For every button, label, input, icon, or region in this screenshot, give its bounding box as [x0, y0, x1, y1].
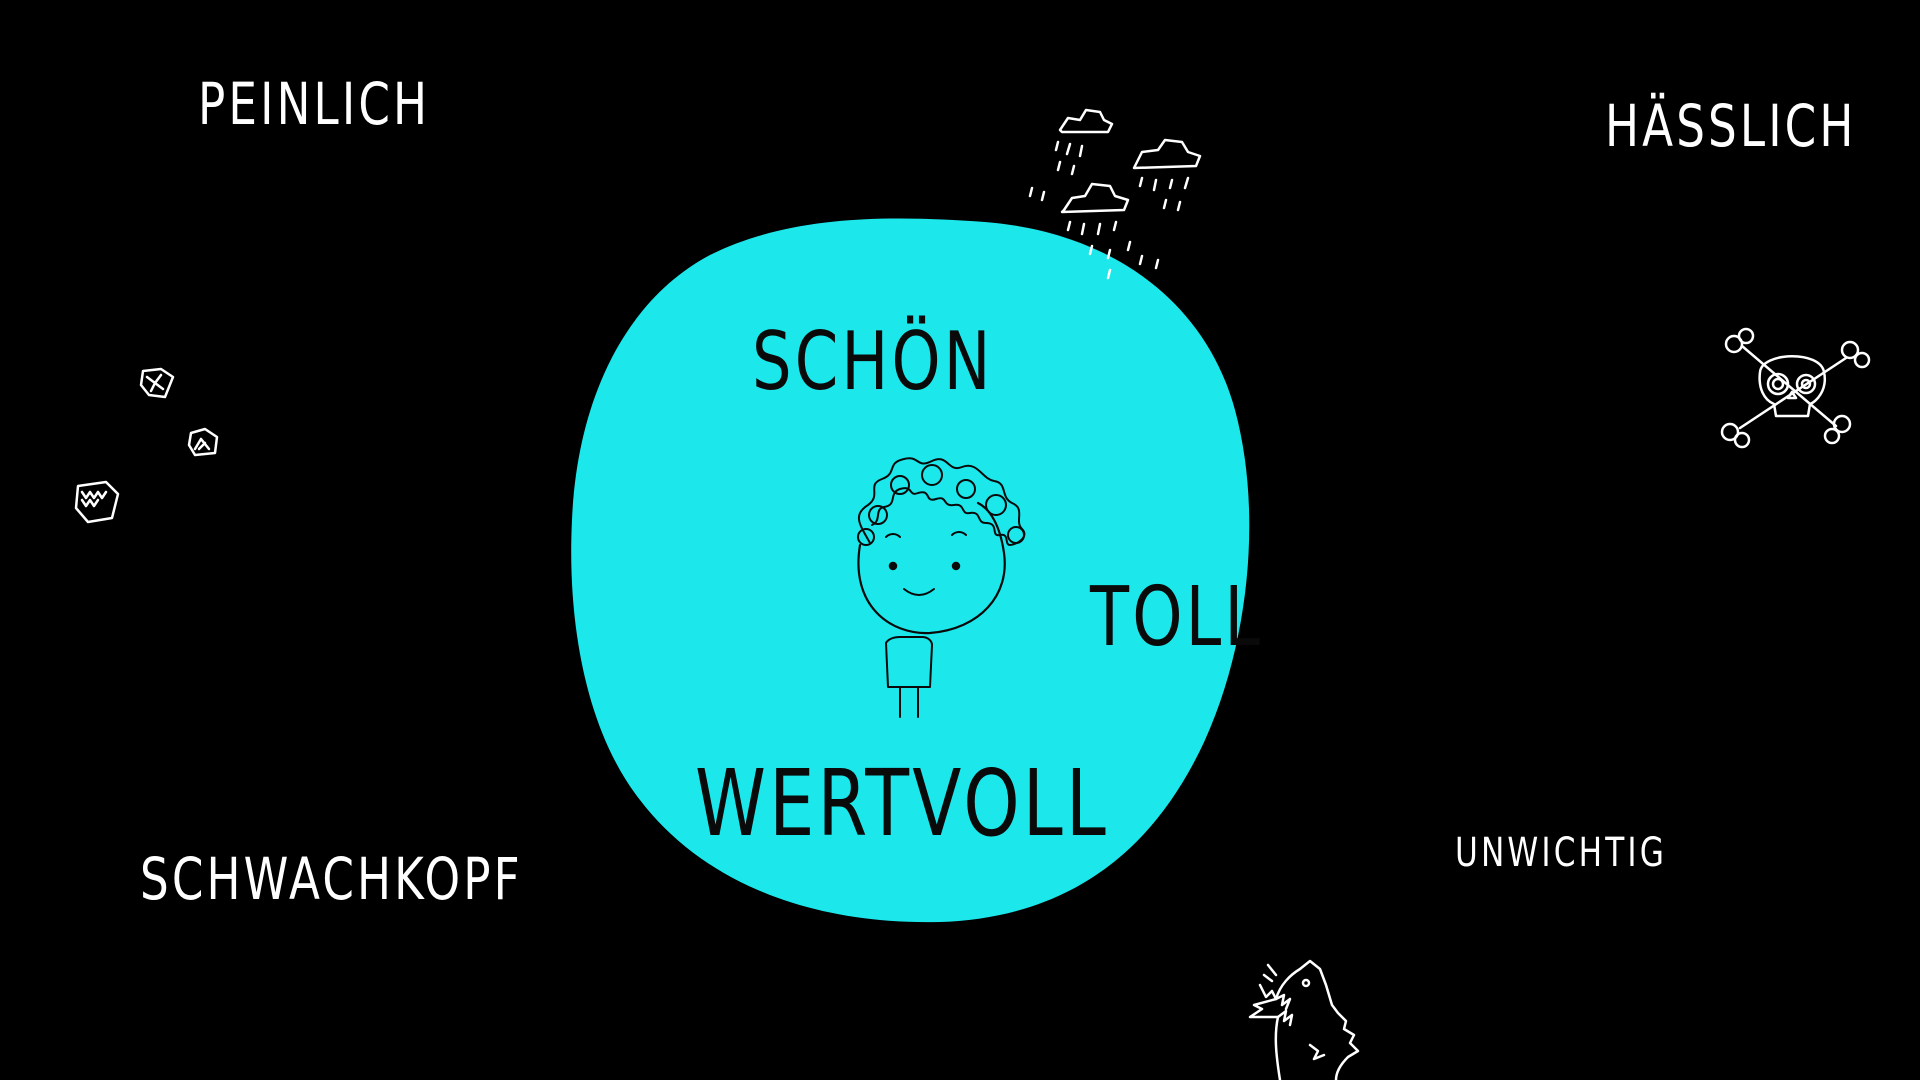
word-haesslich: HÄSSLICH: [1605, 92, 1857, 160]
rain-cloud-icon: [1028, 108, 1202, 280]
child-figure-icon: [857, 457, 1026, 718]
word-schoen: SCHÖN: [752, 315, 994, 408]
word-peinlich: PEINLICH: [198, 70, 431, 138]
word-schwachkopf: SCHWACHKOPF: [140, 845, 523, 913]
word-unwichtig: UNWICHTIG: [1455, 830, 1667, 876]
word-toll: TOLL: [1090, 570, 1264, 665]
stone-icon: [139, 367, 175, 399]
stone-icon: [74, 480, 120, 524]
skull-crossbones-icon: [1720, 327, 1871, 449]
monster-icon: [1248, 959, 1360, 1080]
bubble-shape: [571, 218, 1250, 923]
word-wertvoll: WERTVOLL: [695, 750, 1110, 857]
stone-icon: [187, 427, 219, 457]
